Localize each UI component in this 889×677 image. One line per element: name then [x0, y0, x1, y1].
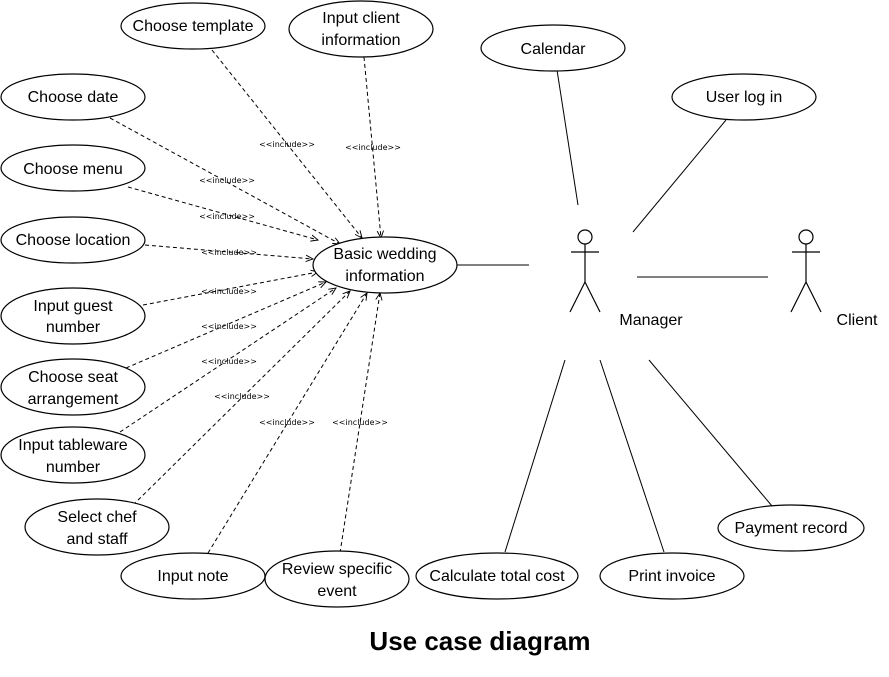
include-line-review-event: [339, 293, 380, 554]
use-case-input-tableware-number: Input tableware number: [0, 426, 146, 484]
use-case-label: number: [46, 459, 101, 476]
use-case-review-specific-event: Review specific event: [264, 550, 410, 608]
include-line-choose-menu: [127, 186, 318, 240]
actor-head: [798, 229, 814, 245]
association-login-manager: [632, 119, 727, 233]
actor-label-manager: Manager: [619, 312, 683, 329]
use-case-label: Choose date: [28, 89, 119, 106]
include-line-input-client-info: [363, 56, 381, 238]
use-case-select-chef-and-staff: Select chef and staff: [24, 498, 170, 556]
use-case-label: and staff: [66, 531, 128, 548]
actor-leg-right: [805, 281, 822, 313]
include-labels: <<include>> <<include>> <<include>> <<in…: [199, 140, 401, 427]
actor-label-client: Client: [837, 312, 878, 329]
use-case-label: Choose menu: [23, 161, 123, 178]
use-case-label: Review specific: [282, 561, 392, 578]
include-label: <<include>>: [201, 357, 257, 366]
use-case-label: number: [46, 319, 101, 336]
include-label: <<include>>: [259, 418, 315, 427]
diagram-title: Use case diagram: [369, 626, 590, 656]
use-case-payment-record: Payment record: [717, 504, 865, 552]
use-case-label: Choose template: [133, 18, 254, 35]
include-line-input-note: [207, 293, 367, 554]
association-payment-manager: [648, 359, 773, 507]
use-case-label: Basic wedding: [333, 246, 436, 263]
include-line-select-chef: [127, 291, 350, 511]
include-label: <<include>>: [199, 212, 255, 221]
association-cost-manager: [504, 359, 566, 553]
use-case-label: Calculate total cost: [429, 568, 565, 585]
use-case-input-note: Input note: [120, 552, 266, 600]
include-label: <<include>>: [199, 176, 255, 185]
use-case-calculate-total-cost: Calculate total cost: [415, 552, 579, 600]
use-case-choose-template: Choose template: [120, 2, 266, 50]
include-label: <<include>>: [201, 248, 257, 257]
use-case-label: Input note: [157, 568, 228, 585]
include-label: <<include>>: [345, 143, 401, 152]
include-line-choose-seat: [125, 282, 326, 369]
include-line-choose-date: [109, 117, 340, 244]
include-line-choose-template: [211, 49, 362, 238]
use-case-label: Payment record: [735, 520, 848, 537]
association-invoice-manager: [599, 359, 665, 553]
include-line-input-tableware: [119, 288, 336, 433]
use-case-label: Choose seat: [28, 369, 118, 386]
actor-head: [577, 229, 593, 245]
actor-leg-right: [584, 281, 601, 313]
use-case-choose-location: Choose location: [0, 216, 146, 264]
use-case-label: Calendar: [521, 41, 587, 58]
association-calendar-manager: [556, 69, 579, 206]
use-case-print-invoice: Print invoice: [599, 552, 745, 600]
actor-client: [790, 229, 822, 313]
use-case-label: arrangement: [28, 391, 119, 408]
use-case-choose-menu: Choose menu: [0, 144, 146, 192]
use-case-label: User log in: [706, 89, 782, 106]
include-connectors: [109, 49, 381, 554]
include-line-choose-location: [144, 244, 313, 259]
actor-manager: [569, 229, 601, 313]
include-label: <<include>>: [201, 322, 257, 331]
use-case-input-guest-number: Input guest number: [0, 287, 146, 345]
actor-leg-left: [790, 281, 807, 313]
use-case-basic-wedding-information: Basic wedding information: [312, 236, 458, 294]
include-line-input-guest-number: [142, 272, 318, 306]
use-case-label: Choose location: [16, 232, 131, 249]
use-case-choose-seat-arrangement: Choose seat arrangement: [0, 358, 146, 416]
include-label: <<include>>: [259, 140, 315, 149]
use-case-label: Select chef: [57, 509, 137, 526]
include-label: <<include>>: [201, 287, 257, 296]
use-case-label: Input client: [322, 10, 400, 27]
use-case-label: Input tableware: [18, 437, 128, 454]
use-case-input-client-info: Input client information: [288, 0, 434, 58]
actor-leg-left: [569, 281, 586, 313]
use-case-choose-date: Choose date: [0, 73, 146, 121]
use-case-label: information: [345, 268, 424, 285]
use-case-label: event: [317, 583, 357, 600]
use-case-label: information: [321, 32, 400, 49]
use-case-user-log-in: User log in: [671, 73, 817, 121]
use-cases: Choose template Input client information…: [0, 0, 865, 608]
include-label: <<include>>: [214, 392, 270, 401]
associations: [456, 69, 773, 553]
use-case-label: Input guest: [33, 298, 113, 315]
use-case-calendar: Calendar: [480, 24, 626, 72]
include-label: <<include>>: [332, 418, 388, 427]
use-case-label: Print invoice: [628, 568, 715, 585]
